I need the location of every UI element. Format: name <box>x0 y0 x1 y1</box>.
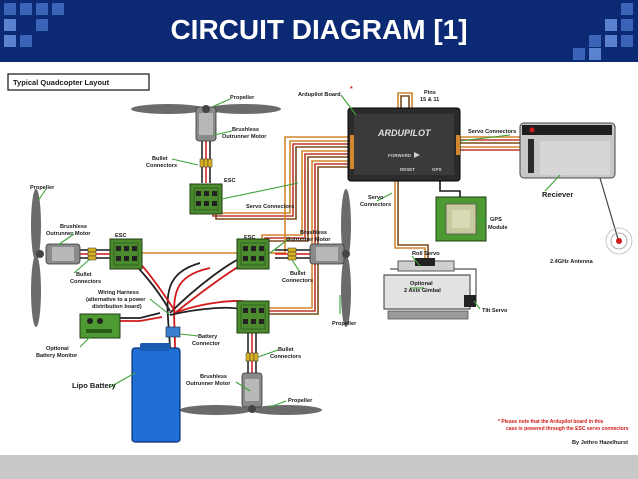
decor-square <box>621 35 633 47</box>
motor-left <box>36 243 81 265</box>
diagram-heading: Typical Quadcopter Layout <box>7 73 150 91</box>
label-credit: By Jethro Hazelhurst <box>572 440 628 446</box>
label-motor-left-1: Brushless <box>60 224 87 230</box>
lipo-battery <box>131 343 181 443</box>
label-bullet-top-2: Connectors <box>146 163 177 169</box>
label-gimbal-2: 2 Axis Gimbal <box>404 288 441 294</box>
ardupilot-board: ARDUPILOT FORWARD RESET GPS <box>347 107 461 182</box>
label-harness-2: (alternative to a power <box>86 297 146 303</box>
label-bullet-bottom-1: Bullet <box>278 347 294 353</box>
esc-top <box>189 183 223 215</box>
decor-square <box>605 35 617 47</box>
motor-top <box>195 105 217 142</box>
gimbal <box>383 258 477 320</box>
label-motor-bottom-2: Outrunner Motor <box>186 381 231 387</box>
motor-bottom <box>241 372 263 413</box>
esc-right <box>236 238 270 270</box>
esc-bottom <box>236 300 270 334</box>
decor-square <box>589 35 601 47</box>
label-asterisk: * <box>350 86 353 93</box>
label-propeller-left: Propeller <box>30 185 55 191</box>
footer-bar <box>0 455 638 479</box>
circuit-diagram: Typical Quadcopter Layout <box>7 73 633 446</box>
label-esc-left: ESC <box>115 233 127 239</box>
label-battery-connector-2: Connector <box>192 341 221 347</box>
bullet-connectors <box>87 158 297 362</box>
labels: Propeller Brushless Outrunner Motor Bull… <box>30 86 629 446</box>
label-esc-right: ESC <box>244 235 256 241</box>
decor-square <box>589 48 601 60</box>
diagram-heading-text: Typical Quadcopter Layout <box>13 78 110 87</box>
label-reciever: Reciever <box>542 190 573 199</box>
label-propeller-top: Propeller <box>230 95 255 101</box>
board-reset-text: RESET <box>400 167 415 172</box>
label-gps-1: GPS <box>490 217 502 223</box>
decor-square <box>573 48 585 60</box>
leader-lines <box>37 94 561 408</box>
propeller-right <box>341 189 351 327</box>
label-battery-monitor-2: Battery Monitor <box>36 353 78 359</box>
label-note-2: case is powered through the ESC servo co… <box>506 426 629 432</box>
decor-square <box>621 3 633 15</box>
propeller-top <box>131 104 281 114</box>
label-harness-3: distribution board) <box>92 304 142 310</box>
label-pins-1: Pins <box>424 90 436 96</box>
label-battery-connector-1: Battery <box>198 334 218 340</box>
label-bullet-right-2: Connectors <box>282 278 313 284</box>
label-bullet-left-2: Connectors <box>70 279 101 285</box>
label-servo-connectors: Servo Connectors <box>246 204 294 210</box>
decor-square <box>621 19 633 31</box>
motor-right <box>309 243 350 265</box>
label-bullet-left-1: Bullet <box>76 272 92 278</box>
decor-square <box>4 35 16 47</box>
antenna <box>599 177 633 255</box>
label-servo-connectors-left-2: Connectors <box>360 202 391 208</box>
decor-square <box>4 19 16 31</box>
label-antenna: 2.4GHz Antenna <box>550 259 594 265</box>
decor-square <box>52 3 64 15</box>
label-note-1: * Please note that the Ardupilot board i… <box>498 419 604 425</box>
label-propeller-bottom: Propeller <box>288 398 313 404</box>
battery-connector <box>165 326 181 338</box>
label-ardupilot-board: Ardupilot Board <box>298 92 341 98</box>
label-motor-right-2: Outrunner Motor <box>286 237 331 243</box>
propeller-bottom <box>180 405 322 415</box>
label-gimbal-1: Optional <box>410 281 433 287</box>
decor-square <box>36 19 48 31</box>
decor-square <box>4 3 16 15</box>
decor-square <box>605 19 617 31</box>
receiver <box>519 122 616 179</box>
propeller-left <box>31 189 41 327</box>
label-motor-top-1: Brushless <box>232 127 259 133</box>
label-tilt-servo: Tilt Servo <box>482 308 508 314</box>
label-propeller-right: Propeller <box>332 321 357 327</box>
label-lipo-battery: Lipo Battery <box>72 381 117 390</box>
board-gps-text: GPS <box>432 167 442 172</box>
board-brand-text: ARDUPILOT <box>377 128 432 138</box>
label-motor-bottom-1: Brushless <box>200 374 227 380</box>
label-motor-left-2: Outrunner Motor <box>46 231 91 237</box>
label-motor-right-1: Brushless <box>300 230 327 236</box>
board-forward-text: FORWARD <box>388 153 412 158</box>
esc-left <box>109 238 143 270</box>
label-motor-top-2: Outrunner Motor <box>222 134 267 140</box>
label-esc-top: ESC <box>224 178 236 184</box>
label-harness-1: Wiring Harness <box>98 290 139 296</box>
page-title: CIRCUIT DIAGRAM [1] <box>170 14 468 45</box>
label-pins-2: 15 & 11 <box>420 97 439 103</box>
label-bullet-right-1: Bullet <box>290 271 306 277</box>
label-roll-servo: Roll Servo <box>412 251 440 257</box>
decor-square <box>20 35 32 47</box>
decor-square <box>36 3 48 15</box>
label-servo-connectors-left-1: Servo <box>368 195 384 201</box>
label-bullet-top-1: Bullet <box>152 156 168 162</box>
battery-monitor <box>79 313 121 339</box>
decor-square <box>20 3 32 15</box>
label-servo-connectors-right: Servo Connectors <box>468 129 516 135</box>
label-gps-2: Module <box>488 225 508 231</box>
title-bar <box>0 0 638 62</box>
label-battery-monitor-1: Optional <box>46 346 69 352</box>
label-bullet-bottom-2: Connectors <box>270 354 301 360</box>
